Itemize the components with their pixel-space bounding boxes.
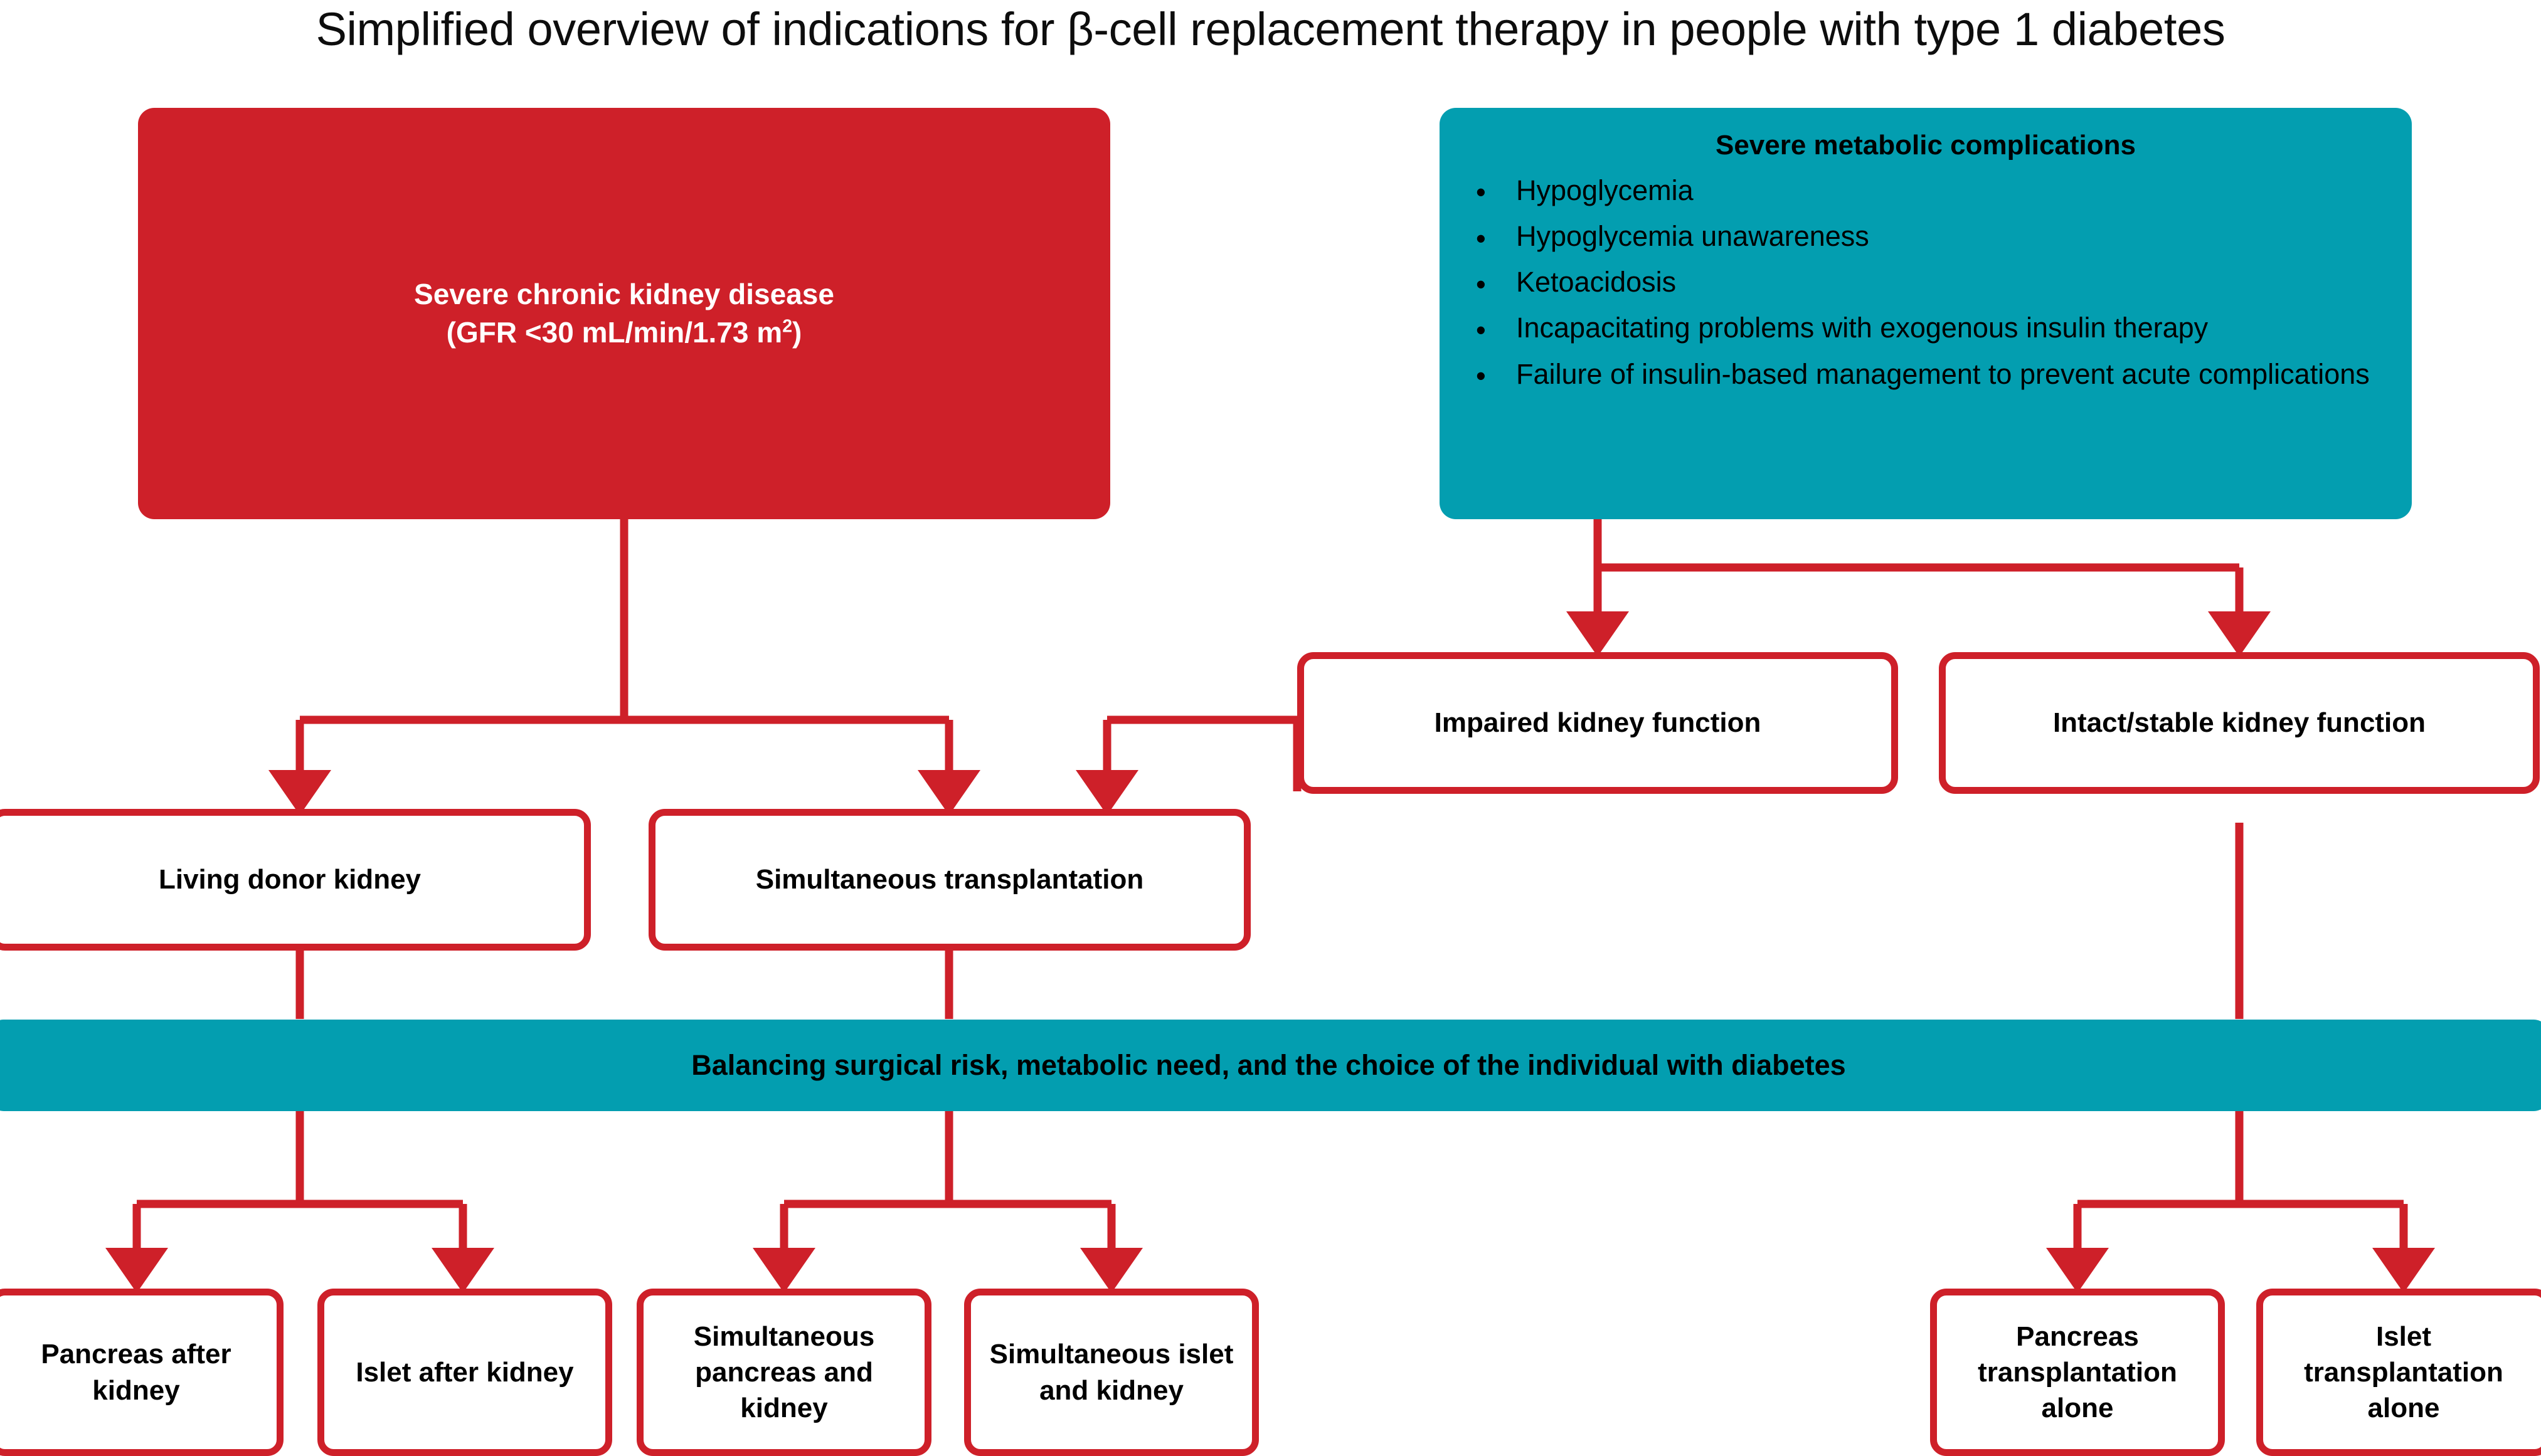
node-islet-transplantation-alone[interactable]: Islet transplantation alone xyxy=(2256,1289,2541,1456)
node-label: Living donor kidney xyxy=(158,864,422,895)
list-item-label: Hypoglycemia xyxy=(1516,174,1694,206)
node-label: Impaired kidney function xyxy=(1434,707,1761,739)
list-item: • Ketoacidosis xyxy=(1458,263,2393,301)
complications-list: • Hypoglycemia • Hypoglycemia unawarenes… xyxy=(1458,171,2393,393)
node-impaired-kidney-function[interactable]: Impaired kidney function xyxy=(1297,652,1898,794)
complications-title: Severe metabolic complications xyxy=(1715,130,2136,161)
node-islet-after-kidney[interactable]: Islet after kidney xyxy=(317,1289,612,1456)
list-item-label: Hypoglycemia unawareness xyxy=(1516,219,1869,252)
list-item-label: Ketoacidosis xyxy=(1516,266,1677,298)
arrowhead-pancreas-alone xyxy=(2046,1248,2109,1293)
node-simultaneous-pancreas-and-kidney[interactable]: Simultaneous pancreas and kidney xyxy=(637,1289,931,1456)
arrowhead-islet-alone xyxy=(2372,1248,2435,1293)
node-severe-metabolic-complications[interactable]: Severe metabolic complications • Hypogly… xyxy=(1440,108,2412,519)
page-title: Simplified overview of indications for β… xyxy=(316,3,2225,55)
node-label: Simultaneous transplantation xyxy=(755,864,1144,895)
bullet-icon: • xyxy=(1476,360,1486,393)
arrowhead-impaired-kidney xyxy=(1566,611,1629,657)
arrowhead-pancreas-after-kidney xyxy=(105,1248,168,1293)
list-item-label: Incapacitating problems with exogenous i… xyxy=(1516,312,2209,344)
node-label: Islet after kidney xyxy=(356,1356,574,1388)
node-label: Simultaneous pancreas and kidney xyxy=(693,1321,875,1424)
node-simultaneous-islet-and-kidney[interactable]: Simultaneous islet and kidney xyxy=(964,1289,1259,1456)
banner-label: Balancing surgical risk, metabolic need,… xyxy=(691,1049,1846,1081)
bullet-icon: • xyxy=(1476,176,1486,209)
node-label: Simultaneous islet and kidney xyxy=(989,1339,1234,1406)
ckd-gfr-text: (GFR <30 mL/min/1.73 m xyxy=(446,316,783,349)
node-label: Pancreas after kidney xyxy=(41,1339,231,1406)
list-item: • Incapacitating problems with exogenous… xyxy=(1458,309,2393,347)
arrowhead-intact-kidney xyxy=(2208,611,2271,657)
arrowhead-islet-after-kidney xyxy=(432,1248,494,1293)
ckd-line-2: (GFR <30 mL/min/1.73 m2) xyxy=(163,314,1085,352)
list-item: • Failure of insulin-based management to… xyxy=(1458,355,2393,393)
node-label: Intact/stable kidney function xyxy=(2052,707,2426,739)
node-pancreas-transplantation-alone[interactable]: Pancreas transplantation alone xyxy=(1930,1289,2225,1456)
node-simultaneous-transplantation[interactable]: Simultaneous transplantation xyxy=(649,809,1251,951)
arrowhead-simul-pancreas-kidney xyxy=(753,1248,815,1293)
ckd-gfr-close: ) xyxy=(792,316,802,349)
bullet-icon: • xyxy=(1476,268,1486,300)
node-severe-chronic-kidney-disease[interactable]: Severe chronic kidney disease (GFR <30 m… xyxy=(138,108,1110,519)
list-item: • Hypoglycemia unawareness xyxy=(1458,217,2393,255)
arrowhead-simul-islet-kidney xyxy=(1080,1248,1143,1293)
ckd-gfr-exponent: 2 xyxy=(782,316,793,337)
list-item-label: Failure of insulin-based management to p… xyxy=(1516,357,2370,390)
bullet-icon: • xyxy=(1476,314,1486,346)
ckd-line-1: Severe chronic kidney disease xyxy=(414,278,834,311)
node-living-donor-kidney[interactable]: Living donor kidney xyxy=(0,809,591,951)
node-intact-stable-kidney-function[interactable]: Intact/stable kidney function xyxy=(1939,652,2540,794)
node-pancreas-after-kidney[interactable]: Pancreas after kidney xyxy=(0,1289,284,1456)
node-label: Islet transplantation alone xyxy=(2304,1321,2503,1424)
node-label: Pancreas transplantation alone xyxy=(1978,1321,2177,1424)
bullet-icon: • xyxy=(1476,222,1486,255)
node-balancing-banner[interactable]: Balancing surgical risk, metabolic need,… xyxy=(0,1020,2541,1111)
list-item: • Hypoglycemia xyxy=(1458,171,2393,209)
